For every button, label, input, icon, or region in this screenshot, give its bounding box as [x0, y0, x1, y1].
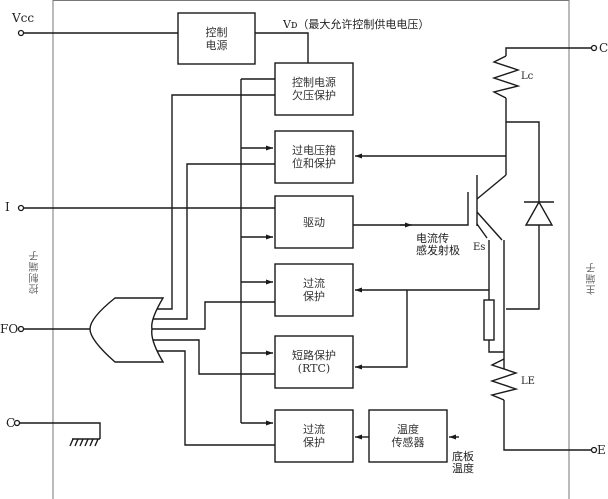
igbt-icon [353, 174, 507, 241]
c-left-terminal-icon[interactable] [13, 419, 21, 427]
baseplate-temp-label: 底板 温度 [452, 450, 474, 475]
block-oc-protection-label: 过流 保护 [303, 277, 325, 303]
block-driver-label: 驱动 [303, 215, 325, 229]
main-terminals-label: 主端子 [587, 262, 598, 295]
lc-label: Lc [521, 71, 534, 82]
inductor-le-icon [489, 358, 519, 401]
block-sc-protection [274, 335, 354, 389]
ground-icon [69, 438, 100, 447]
control-terminals-label: 控制端子 [30, 250, 41, 294]
sense-resistor-icon [483, 299, 495, 341]
e-label: E [597, 443, 606, 457]
fo-terminal-icon[interactable] [17, 325, 25, 333]
sense-emitter-label: 电流传 感发射极 [416, 232, 460, 257]
vcc-label: Vcc [12, 11, 35, 25]
block-sc-protection-label: 短路保护 (RTC) [292, 349, 336, 375]
vcc-terminal-icon[interactable] [17, 29, 25, 37]
diode-icon [524, 200, 554, 226]
block-control-power [177, 12, 256, 65]
or-gate-icon [89, 297, 165, 363]
block-uv-protection [274, 62, 354, 116]
block-ot-protection-label: 过流 保护 [303, 423, 325, 449]
block-temp-sensor-label: 温度 传感器 [391, 423, 425, 449]
le-label: LE [521, 376, 535, 387]
block-uv-protection-label: 控制电源 欠压保护 [292, 76, 336, 102]
c-left-label: C [6, 416, 16, 430]
es-label: Es [473, 242, 486, 253]
block-ot-protection [274, 409, 354, 463]
block-ov-clamp-label: 过电压箝 位和保护 [292, 144, 336, 170]
e-terminal-icon[interactable] [590, 446, 598, 454]
vd-note: Vᴅ（最大允许控制供电电压） [283, 18, 430, 31]
block-driver [274, 195, 354, 249]
inductor-lc-icon [491, 55, 521, 99]
c-right-terminal-icon[interactable] [590, 44, 598, 52]
block-temp-sensor [368, 409, 448, 463]
block-control-power-label: 控制 电源 [205, 25, 228, 52]
i-label: I [5, 200, 10, 214]
block-oc-protection [274, 263, 354, 317]
block-ov-clamp [274, 130, 354, 184]
c-right-label: C [599, 41, 608, 55]
fo-label: FO [0, 322, 19, 336]
i-terminal-icon[interactable] [17, 204, 25, 212]
